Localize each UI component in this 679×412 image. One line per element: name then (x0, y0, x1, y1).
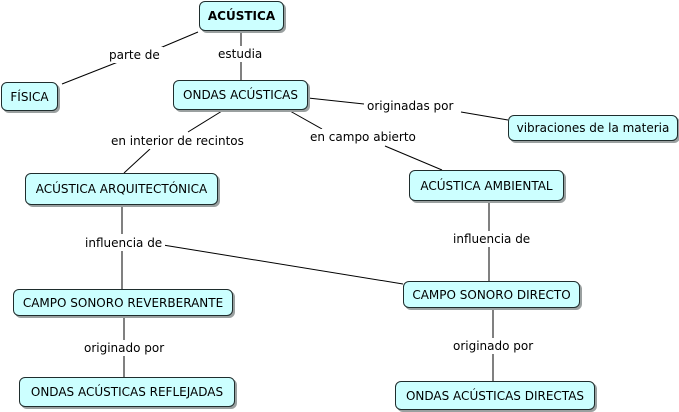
link-label-estudia: estudia (215, 46, 266, 62)
node-ondas-acusticas[interactable]: ONDAS ACÚSTICAS (173, 80, 308, 110)
line-ondas-campo (289, 110, 323, 130)
node-campo-sonoro-reverberante[interactable]: CAMPO SONORO REVERBERANTE (13, 289, 233, 316)
link-label-parte-de: parte de (106, 47, 163, 63)
line-influencia-directo (162, 244, 404, 285)
node-ondas-acusticas-directas[interactable]: ONDAS ACÚSTICAS DIRECTAS (395, 381, 595, 410)
line-ondas-interior (187, 110, 223, 133)
node-vibraciones-materia[interactable]: vibraciones de la materia (508, 115, 678, 141)
node-acustica-ambiental[interactable]: ACÚSTICA AMBIENTAL (409, 170, 564, 201)
link-label-influencia-de-left: influencia de (82, 235, 166, 251)
line-originadas-vibraciones (460, 111, 509, 121)
node-acustica[interactable]: ACÚSTICA (199, 1, 284, 31)
link-label-originado-por-right: originado por (450, 338, 537, 354)
line-campo-ambiental (384, 145, 443, 171)
line-ondas-originadas (307, 97, 365, 105)
node-ondas-acusticas-reflejadas[interactable]: ONDAS ACÚSTICAS REFLEJADAS (19, 377, 235, 407)
link-label-en-interior-de-recintos: en interior de recintos (108, 133, 247, 149)
link-label-influencia-de-right: influencia de (450, 231, 534, 247)
link-label-en-campo-abierto: en campo abierto (307, 129, 419, 145)
line-interior-arq (123, 148, 151, 174)
node-acustica-arquitectonica[interactable]: ACÚSTICA ARQUITECTÓNICA (25, 173, 218, 205)
line-partede-fisica (61, 61, 119, 85)
node-campo-sonoro-directo[interactable]: CAMPO SONORO DIRECTO (403, 281, 580, 308)
link-label-originado-por-left: originado por (81, 340, 168, 356)
line-acustica-partede (159, 31, 199, 49)
node-fisica[interactable]: FÍSICA (1, 82, 58, 111)
link-label-originadas-por: originadas por (364, 98, 457, 114)
